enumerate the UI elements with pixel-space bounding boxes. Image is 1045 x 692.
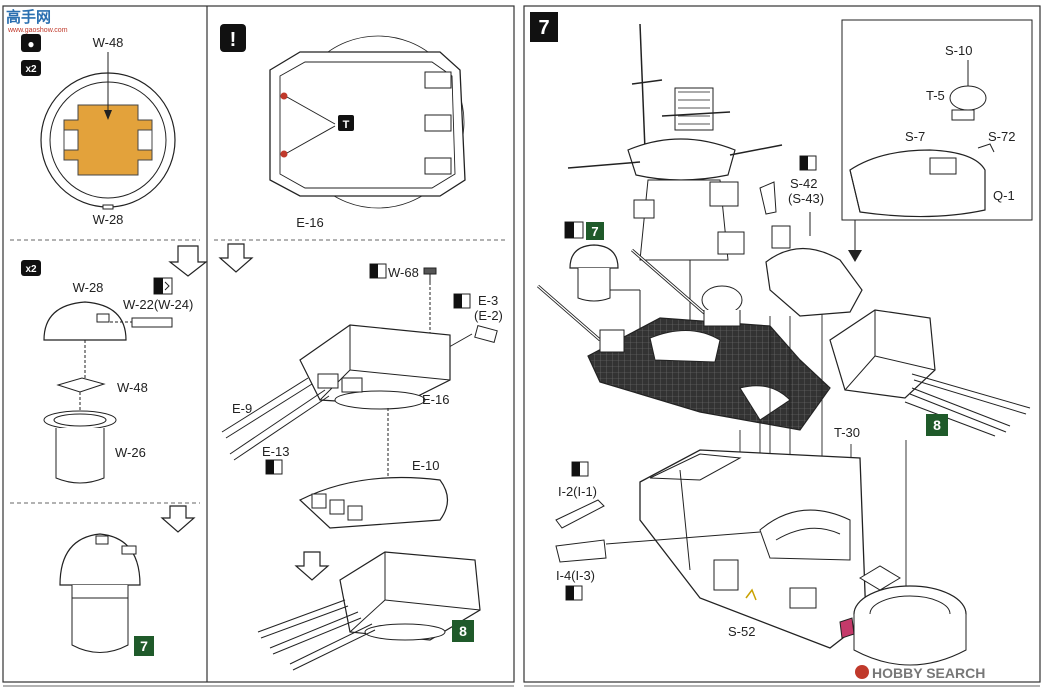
glue-icon: [453, 293, 471, 309]
step-reference-badge: 7: [586, 222, 604, 240]
svg-text:8: 8: [933, 417, 941, 433]
quantity-badge: x2: [21, 260, 41, 276]
barbette-ring: [853, 585, 967, 666]
part-e3: [474, 325, 498, 343]
left-page-frame: [2, 5, 515, 687]
part-s52: [745, 588, 757, 601]
svg-text:●: ●: [27, 37, 34, 51]
glue-icon: [564, 221, 584, 239]
part-label-t30: T-30: [834, 425, 860, 440]
part-i2: [555, 499, 605, 529]
svg-text:7: 7: [591, 224, 598, 239]
part-label-e3: E-3: [478, 293, 498, 308]
part-label-w28: W-28: [93, 212, 124, 227]
turret-base-top-view: [40, 52, 176, 210]
part-label-s10: S-10: [945, 43, 972, 58]
superstructure-deck: [587, 285, 831, 431]
part-label-w48: W-48: [93, 35, 124, 50]
step-7: 7 S-10 T-5 S-7 S-72 Q-1: [530, 12, 1033, 666]
watermark-title: 高手网: [6, 8, 51, 26]
part-label-s7: S-7: [905, 129, 925, 144]
part-label-e2: (E-2): [474, 308, 503, 323]
turret-top-view: T: [269, 35, 466, 209]
part-label-w28: W-28: [73, 280, 104, 295]
step-number-badge: 7: [530, 12, 558, 42]
assembled-turret: [59, 533, 141, 653]
quantity-badge: x2: [21, 60, 41, 76]
mast-tower: [567, 23, 783, 340]
glue-icon: [369, 263, 387, 279]
down-arrow-icon: [168, 245, 208, 277]
svg-text:x2: x2: [25, 64, 37, 75]
step-a: ● x2 W-48 W-28: [21, 34, 208, 277]
svg-text:T: T: [343, 119, 350, 131]
part-label-w26: W-26: [115, 445, 146, 460]
step-e: W-68 E-3 (E-2) E-9 E-16 E-13: [221, 263, 503, 671]
part-label-i2: I-2(I-1): [558, 484, 597, 499]
part-s42: [759, 181, 777, 215]
part-label-e13: E-13: [262, 444, 289, 459]
part-label-e16: E-16: [296, 215, 323, 230]
part-label-s52: S-52: [728, 624, 755, 639]
crane-right: [631, 248, 711, 320]
assembled-main-turret: [257, 551, 481, 671]
step-c: 7: [59, 533, 154, 656]
glue-icon: [571, 461, 589, 477]
part-i4: [555, 531, 761, 563]
crane-left: [537, 284, 601, 342]
down-arrow-icon: [294, 551, 330, 581]
part-label-q1: Q-1: [993, 188, 1015, 203]
right-page-frame: [523, 5, 1041, 687]
watermark-logo: 高手网 www.gaoshow.com: [6, 8, 68, 34]
watermark-url: www.gaoshow.com: [7, 27, 68, 34]
part-label-w68: W-68: [388, 265, 419, 280]
info-icon: ●: [21, 34, 41, 52]
forward-superstructure: [765, 212, 863, 317]
svg-text:!: !: [230, 29, 237, 51]
glue-icon: [565, 585, 583, 601]
step-reference-badge: 7: [134, 636, 154, 656]
part-label-w48: W-48: [117, 380, 148, 395]
detail-inset: S-10 T-5 S-7 S-72 Q-1: [841, 19, 1033, 262]
turret-dome-exploded: W-48: [43, 301, 173, 484]
glue-icon: [265, 459, 283, 475]
part-label-e9: E-9: [232, 401, 252, 416]
svg-text:HOBBY SEARCH: HOBBY SEARCH: [872, 665, 985, 681]
part-label-s43: (S-43): [788, 191, 824, 206]
glue-icon: [799, 155, 817, 171]
down-arrow-icon: [218, 243, 254, 273]
step-b: x2 W-28 W-22(W-24) W-48 W-26: [21, 260, 196, 533]
glue-icon: [153, 277, 173, 295]
part-label-s72: S-72: [988, 129, 1015, 144]
hull-section: [639, 449, 901, 649]
part-label-i4: I-4(I-3): [556, 568, 595, 583]
turret-roof-e10: [298, 476, 449, 529]
part-label-t5: T-5: [926, 88, 945, 103]
svg-text:x2: x2: [25, 264, 37, 275]
part-label-e10: E-10: [412, 458, 439, 473]
part-label-e16: E-16: [422, 392, 449, 407]
svg-text:7: 7: [538, 17, 549, 39]
step-d: ! T E-16: [218, 24, 466, 273]
svg-text:7: 7: [140, 638, 148, 654]
part-label-w22: W-22(W-24): [123, 297, 193, 312]
watermark-hobbysearch: HOBBY SEARCH: [855, 665, 985, 681]
secondary-turret: [569, 244, 641, 352]
step-reference-badge: 8: [452, 620, 474, 642]
down-arrow-icon: [160, 505, 196, 533]
svg-text:8: 8: [459, 623, 467, 639]
step-reference-badge: 8: [926, 414, 948, 436]
main-turret-b: [829, 309, 1031, 437]
part-label-s42: S-42: [790, 176, 817, 191]
gun-part-w68: [423, 267, 437, 282]
warning-icon: !: [220, 24, 246, 52]
main-turret-exploded: [221, 324, 451, 461]
